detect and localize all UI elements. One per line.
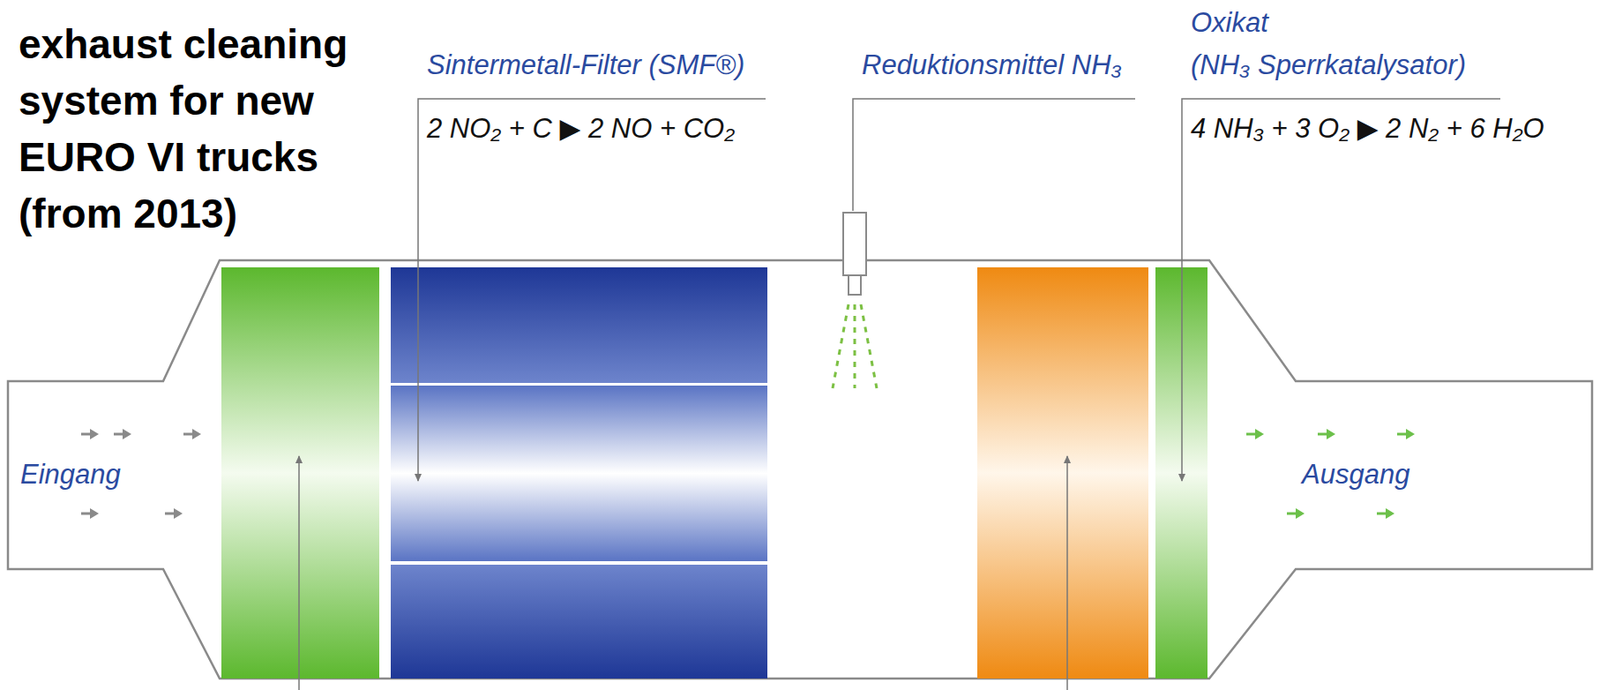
leader-lines [299, 98, 1501, 690]
component-label: Sintermetall-Filter (SMF®) [426, 49, 745, 82]
scr-catalyst [977, 267, 1149, 679]
component-label: Oxikat [1190, 7, 1269, 39]
flow-arrow-head [89, 428, 99, 440]
diagram-title: exhaust cleaning system for new EURO VI … [18, 15, 416, 242]
component-label: (NH₃ Sperrkatalysator) [1190, 49, 1466, 82]
flow-arrow-shaft [1286, 512, 1297, 516]
spray [832, 304, 877, 389]
outlet-label: Ausgang [1301, 458, 1410, 491]
flow-arrow-head [1385, 508, 1395, 519]
flow-arrow-head [1326, 428, 1336, 440]
flow-arrow-head [1255, 428, 1264, 440]
flow-arrow-head [122, 428, 132, 440]
reaction-equation: 2 NO₂ + C ▶ 2 NO + CO₂ [426, 112, 735, 145]
filter-top [390, 267, 768, 383]
flow-arrow-shaft [81, 512, 91, 516]
flow-arrow-head [89, 508, 99, 519]
flow-arrow-shaft [1246, 433, 1257, 436]
inlet-label: Eingang [20, 458, 121, 491]
oxidation-catalyst [221, 267, 380, 679]
flow-arrow-shaft [1376, 512, 1387, 516]
filter-middle [390, 385, 768, 561]
flow-arrow-head [173, 508, 183, 519]
flow-arrow-head [1295, 508, 1305, 519]
housing-outline [7, 260, 1593, 679]
flow-arrow-shaft [1317, 433, 1328, 436]
flow-arrow-shaft [113, 433, 124, 436]
flow-arrow-shaft [81, 433, 91, 436]
flow-arrow-shaft [164, 512, 175, 516]
reaction-equation: 4 NH₃ + 3 O₂ ▶ 2 N₂ + 6 H₂O [1190, 112, 1545, 145]
flow-arrow-shaft [183, 433, 194, 436]
component-label: Reduktionsmittel NH₃ [861, 49, 1122, 82]
flow-arrow-head [192, 428, 202, 440]
flow-arrow-shaft [1397, 433, 1407, 436]
injector [843, 212, 867, 295]
outlet-flow-arrows [1246, 428, 1415, 519]
flow-arrow-head [1405, 428, 1415, 440]
filter-bottom [390, 564, 768, 679]
